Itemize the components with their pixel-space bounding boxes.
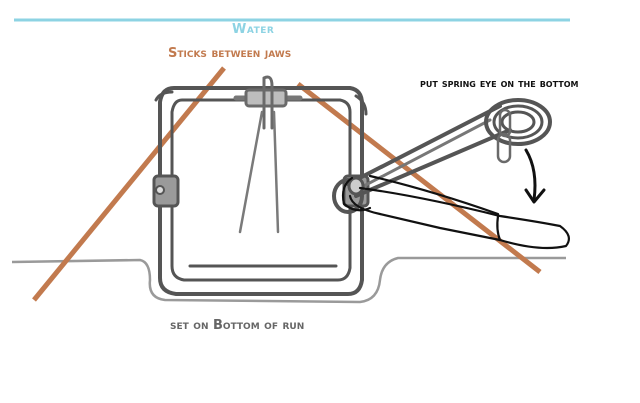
stick-left [32,66,226,302]
stick-right [296,82,542,274]
run-bottom-label: set on Bottom of run [170,318,305,333]
run-bottom-line [11,256,566,304]
spring-instruction-label: put spring eye on the bottom [420,76,579,90]
redrawn-spring-outline [341,174,570,250]
coil-spring-icon [332,98,552,214]
sticks-label: Sticks between jaws [168,46,292,61]
curved-down-arrow-icon [524,148,546,204]
water-label: Water [232,22,275,37]
